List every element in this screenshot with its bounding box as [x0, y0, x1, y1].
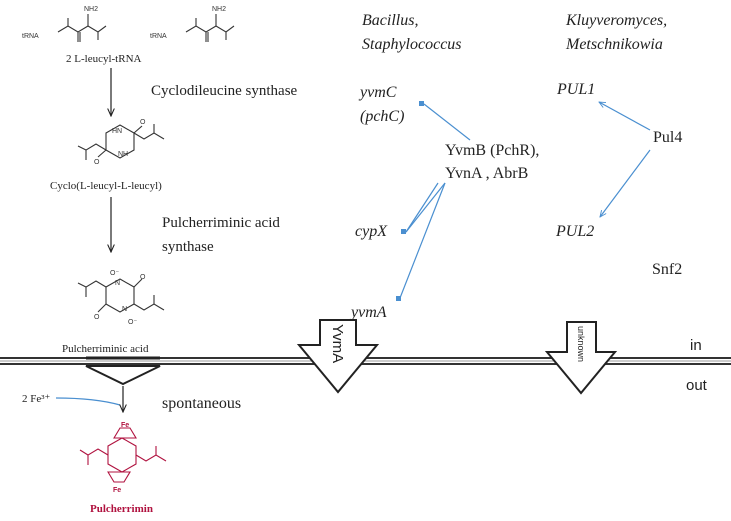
pulcherrimin-label: Pulcherrimin — [90, 503, 153, 515]
unknown-transporter-label: unknown — [576, 326, 586, 362]
fe-label-top: Fe — [121, 422, 129, 429]
spontaneous-label: spontaneous — [162, 395, 241, 412]
gene-PUL1: PUL1 — [556, 81, 595, 98]
n-label-a: N — [115, 280, 120, 287]
gene-cypX: cypX — [355, 223, 388, 240]
gene-yvmC: yvmC — [358, 84, 397, 101]
bacteria-organisms-line2: Staphylococcus — [362, 36, 462, 53]
yvmA-transporter-arrow — [296, 319, 380, 394]
o-label-d: O — [94, 314, 100, 321]
iron-label: 2 Fe³⁺ — [22, 393, 51, 405]
nh2-label-1: NH2 — [84, 6, 98, 13]
fe-label-bottom: Fe — [113, 487, 121, 494]
yeast-organisms-line2: Metschnikowia — [565, 36, 663, 53]
label-out: out — [686, 377, 708, 394]
enzyme1-label: Cyclodileucine synthase — [151, 83, 298, 99]
label-in: in — [690, 337, 702, 354]
regulation-lines-bacteria — [399, 103, 471, 299]
pulcherriminic-acid-export-arrow — [85, 356, 161, 386]
trna-label-1: tRNA — [22, 33, 39, 40]
yeast-other-label: Snf2 — [652, 261, 682, 278]
bacteria-organisms-line1: Bacillus, — [362, 12, 418, 29]
gene-PUL2: PUL2 — [555, 223, 594, 240]
o-label-c: O — [140, 274, 146, 281]
trna-label-2: tRNA — [150, 33, 167, 40]
gene-pchC: (pchC) — [360, 108, 404, 125]
unknown-transporter-arrow — [544, 321, 618, 395]
substrate-label: 2 L-leucyl-tRNA — [66, 53, 142, 65]
repression-head-yvmC — [419, 101, 424, 106]
nh-label-b: NH — [118, 151, 128, 158]
o-label-a: O — [140, 119, 146, 126]
regulation-lines-yeast — [599, 102, 651, 217]
enzyme2-label-line2: synthase — [162, 239, 214, 255]
hn-label-a: HN — [112, 128, 122, 135]
yeast-organisms-line1: Kluyveromyces, — [565, 12, 667, 29]
repression-head-yvmA — [396, 296, 401, 301]
o-label-b: O — [94, 159, 100, 166]
leucyl-trna-structure-1 — [57, 14, 107, 42]
repression-head-cypX — [401, 229, 406, 234]
yeast-regulator-label: Pul4 — [653, 129, 682, 146]
cyclodileucine-structure — [77, 124, 165, 160]
iron-join-arrow — [55, 397, 121, 406]
bacteria-regulators-line2: YvnA , AbrB — [445, 165, 528, 182]
enzyme2-label-line1: Pulcherriminic acid — [162, 215, 280, 231]
ominus-label-a: O⁻ — [110, 270, 119, 277]
gene-yvmA: yvmA — [349, 304, 387, 321]
n-label-b: N — [122, 306, 127, 313]
leucyl-trna-structure-2 — [185, 14, 235, 42]
pulcherrimin-structure — [79, 427, 167, 483]
pulcherriminic-acid-structure — [77, 278, 165, 313]
bacteria-regulators-line1: YvmB (PchR), — [445, 142, 539, 159]
intermediate-label: Cyclo(L-leucyl-L-leucyl) — [50, 180, 162, 192]
ominus-label-b: O⁻ — [128, 319, 137, 326]
yvmA-transporter-label: YvmA — [329, 324, 346, 363]
nh2-label-2: NH2 — [212, 6, 226, 13]
product-label: Pulcherriminic acid — [62, 343, 149, 355]
